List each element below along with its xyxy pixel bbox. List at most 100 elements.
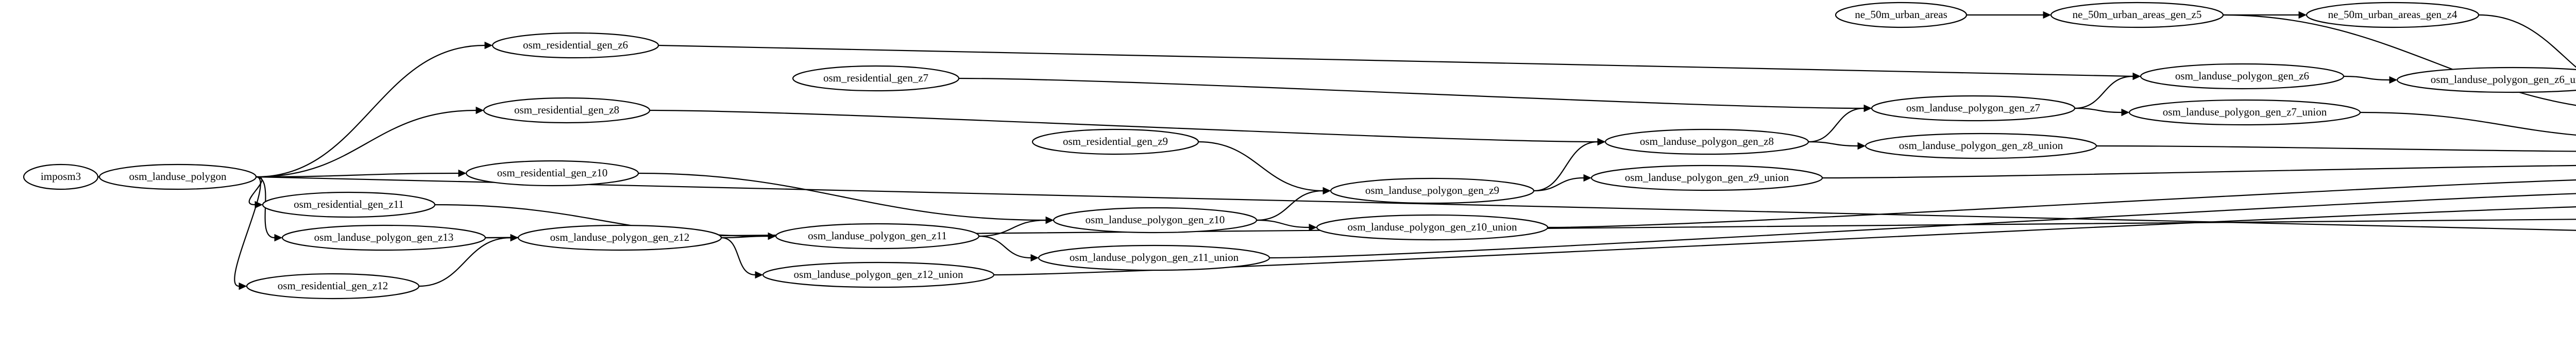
node-shape-imposm3 — [23, 163, 99, 190]
arrowhead-osm_landuse_polygon-to-osm_residential_gen_z10 — [458, 169, 467, 177]
node-osm_landuse_polygon_gen_z11[interactable]: osm_landuse_polygon_gen_z11 — [775, 223, 980, 250]
edge-osm_landuse_polygon_gen_z9-to-osm_landuse_polygon_gen_z8 — [1533, 141, 1598, 192]
edge-osm_landuse_polygon_gen_z12-to-osm_landuse_polygon_gen_z11 — [721, 235, 769, 239]
edge-osm_landuse_polygon_gen_z12-to-osm_landuse_polygon_gen_z12_union — [721, 237, 756, 276]
node-label-osm_landuse_polygon_gen_z10_union: osm_landuse_polygon_gen_z10_union — [1348, 221, 1517, 233]
arrowhead-osm_landuse_polygon_gen_z11-to-osm_landuse_polygon_gen_z11_union — [1030, 254, 1039, 262]
node-osm_landuse_polygon_gen_z10[interactable]: osm_landuse_polygon_gen_z10 — [1053, 207, 1258, 234]
arrowhead-osm_landuse_polygon_gen_z8-to-osm_landuse_polygon_gen_z7 — [1863, 104, 1872, 112]
node-shape-osm_landuse_polygon_gen_z12_union — [762, 261, 995, 288]
node-shape-osm_residential_gen_z10 — [465, 160, 639, 187]
node-label-osm_residential_gen_z12: osm_residential_gen_z12 — [278, 279, 388, 292]
node-osm_landuse_polygon_gen_z8_union[interactable]: osm_landuse_polygon_gen_z8_union — [1865, 133, 2097, 159]
edge-osm_residential_gen_z7-to-osm_landuse_polygon_gen_z7 — [958, 77, 1865, 109]
edge-osm_landuse_polygon_gen_z8-to-osm_landuse_polygon_gen_z8_union — [1808, 141, 1858, 147]
node-label-osm_landuse_polygon_gen_z9: osm_landuse_polygon_gen_z9 — [1365, 184, 1499, 196]
arrowhead-osm_landuse_polygon_gen_z9-to-osm_landuse_polygon_gen_z8 — [1597, 138, 1606, 146]
node-label-osm_landuse_polygon_gen_z7: osm_landuse_polygon_gen_z7 — [1906, 102, 2040, 114]
edge-osm_landuse_polygon_gen_z7-to-osm_landuse_polygon_gen_z7_union — [2074, 107, 2122, 113]
node-shape-osm_landuse_polygon_gen_z9 — [1330, 177, 1535, 204]
node-shape-osm_residential_gen_z12 — [246, 273, 420, 300]
node-shape-osm_residential_gen_z11 — [262, 191, 436, 218]
node-label-osm_landuse_polygon_gen_z6_union: osm_landuse_polygon_gen_z6_union — [2431, 73, 2576, 86]
node-ne_50m_urban_areas_gen_z4[interactable]: ne_50m_urban_areas_gen_z4 — [2306, 2, 2480, 28]
node-label-ne_50m_urban_areas_gen_z5: ne_50m_urban_areas_gen_z5 — [2073, 8, 2202, 21]
node-osm_landuse_polygon_gen_z8[interactable]: osm_landuse_polygon_gen_z8 — [1604, 128, 1809, 155]
node-imposm3[interactable]: imposm3 — [23, 163, 99, 190]
node-osm_landuse_polygon_gen_z9[interactable]: osm_landuse_polygon_gen_z9 — [1330, 177, 1535, 204]
node-ne_50m_urban_areas[interactable]: ne_50m_urban_areas — [1835, 2, 1968, 28]
node-label-osm_landuse_polygon_gen_z12: osm_landuse_polygon_gen_z12 — [550, 231, 690, 243]
edge-osm_landuse_polygon_gen_z9_union-to-layer_landuse-z9 — [1822, 164, 2576, 179]
node-osm_landuse_polygon_gen_z6[interactable]: osm_landuse_polygon_gen_z6 — [2140, 63, 2345, 90]
arrowhead-osm_landuse_polygon-to-osm_residential_gen_z8 — [476, 106, 484, 114]
node-osm_residential_gen_z11[interactable]: osm_residential_gen_z11 — [262, 191, 436, 218]
node-label-osm_residential_gen_z8: osm_residential_gen_z8 — [514, 104, 619, 116]
edge-osm_landuse_polygon-to-osm_residential_gen_z12 — [234, 176, 261, 287]
edge-osm_landuse_polygon-to-osm_residential_gen_z8 — [256, 109, 477, 178]
node-shape-osm_landuse_polygon_gen_z7_union — [2128, 99, 2361, 126]
node-shape-osm_residential_gen_z7 — [792, 65, 960, 92]
arrowhead-osm_landuse_polygon_gen_z7-to-osm_landuse_polygon_gen_z6 — [2132, 72, 2141, 80]
arrowhead-osm_landuse_polygon_gen_z11-to-osm_landuse_polygon_gen_z10 — [1045, 216, 1054, 224]
node-label-osm_landuse_polygon_gen_z11_union: osm_landuse_polygon_gen_z11_union — [1070, 251, 1239, 264]
node-osm_landuse_polygon_gen_z11_union[interactable]: osm_landuse_polygon_gen_z11_union — [1038, 244, 1270, 271]
node-label-osm_residential_gen_z6: osm_residential_gen_z6 — [523, 39, 628, 51]
node-label-osm_landuse_polygon_gen_z13: osm_landuse_polygon_gen_z13 — [314, 231, 454, 243]
node-shape-ne_50m_urban_areas_gen_z4 — [2306, 2, 2480, 28]
node-osm_landuse_polygon[interactable]: osm_landuse_polygon — [98, 163, 257, 190]
edge-osm_landuse_polygon_gen_z10-to-osm_landuse_polygon_gen_z10_union — [1256, 219, 1310, 228]
node-label-osm_landuse_polygon_gen_z12_union: osm_landuse_polygon_gen_z12_union — [794, 268, 963, 281]
arrowhead-osm_landuse_polygon_gen_z12-to-osm_landuse_polygon_gen_z11 — [768, 232, 776, 240]
nodes-layer: imposm3 osm_landuse_polygon osm_residentia… — [23, 2, 2576, 300]
node-shape-osm_landuse_polygon_gen_z11 — [775, 223, 980, 250]
node-label-osm_residential_gen_z11: osm_residential_gen_z11 — [294, 198, 404, 210]
edge-osm_landuse_polygon_gen_z11_union-to-layer_landuse-z11 — [1269, 193, 2576, 259]
node-osm_landuse_polygon_gen_z7_union[interactable]: osm_landuse_polygon_gen_z7_union — [2128, 99, 2361, 126]
node-osm_landuse_polygon_gen_z10_union[interactable]: osm_landuse_polygon_gen_z10_union — [1316, 214, 1549, 241]
node-shape-osm_landuse_polygon_gen_z12 — [517, 224, 722, 251]
edge-osm_landuse_polygon_gen_z10-to-osm_landuse_polygon_gen_z9 — [1256, 190, 1324, 221]
node-osm_landuse_polygon_gen_z12[interactable]: osm_landuse_polygon_gen_z12 — [517, 224, 722, 251]
node-osm_landuse_polygon_gen_z13[interactable]: osm_landuse_polygon_gen_z13 — [281, 224, 486, 251]
node-label-osm_landuse_polygon_gen_z6: osm_landuse_polygon_gen_z6 — [2175, 70, 2309, 82]
edge-osm_landuse_polygon_gen_z10_union-to-layer_landuse-z10 — [1547, 179, 2576, 228]
node-shape-osm_landuse_polygon_gen_z6 — [2140, 63, 2345, 90]
node-osm_residential_gen_z10[interactable]: osm_residential_gen_z10 — [465, 160, 639, 187]
node-shape-osm_landuse_polygon_gen_z10_union — [1316, 214, 1549, 241]
node-label-osm_residential_gen_z10: osm_residential_gen_z10 — [497, 167, 608, 179]
edge-osm_landuse_polygon_gen_z7_union-to-layer_landuse-z7 — [2360, 111, 2576, 136]
edge-ne_50m_urban_areas_gen_z5-to-layer_landuse-z5 — [2223, 14, 2576, 106]
node-label-ne_50m_urban_areas_gen_z4: ne_50m_urban_areas_gen_z4 — [2328, 8, 2458, 21]
node-osm_residential_gen_z8[interactable]: osm_residential_gen_z8 — [483, 97, 651, 124]
edge-osm_landuse_polygon_gen_z8_union-to-layer_landuse-z8 — [2096, 145, 2576, 152]
node-ne_50m_urban_areas_gen_z5[interactable]: ne_50m_urban_areas_gen_z5 — [2050, 2, 2224, 28]
node-osm_landuse_polygon_gen_z6_union[interactable]: osm_landuse_polygon_gen_z6_union — [2396, 67, 2576, 93]
node-osm_residential_gen_z6[interactable]: osm_residential_gen_z6 — [492, 32, 659, 59]
node-label-osm_residential_gen_z7: osm_residential_gen_z7 — [823, 72, 928, 84]
edges-layer — [86, 11, 2576, 290]
edge-osm_landuse_polygon_gen_z11-to-osm_landuse_polygon_gen_z11_union — [978, 235, 1031, 259]
node-shape-osm_landuse_polygon_gen_z11_union — [1038, 244, 1270, 271]
edge-osm_landuse_polygon-to-osm_residential_gen_z10 — [256, 172, 459, 178]
node-label-imposm3: imposm3 — [41, 170, 81, 183]
node-osm_residential_gen_z9[interactable]: osm_residential_gen_z9 — [1031, 128, 1199, 155]
node-label-osm_landuse_polygon_gen_z8_union: osm_landuse_polygon_gen_z8_union — [1899, 139, 2063, 152]
node-osm_residential_gen_z12[interactable]: osm_residential_gen_z12 — [246, 273, 420, 300]
node-osm_landuse_polygon_gen_z7[interactable]: osm_landuse_polygon_gen_z7 — [1871, 95, 2076, 122]
edge-osm_landuse_polygon_gen_z9-to-osm_landuse_polygon_gen_z9_union — [1533, 177, 1584, 192]
node-osm_landuse_polygon_gen_z12_union[interactable]: osm_landuse_polygon_gen_z12_union — [762, 261, 995, 288]
node-osm_landuse_polygon_gen_z9_union[interactable]: osm_landuse_polygon_gen_z9_union — [1590, 164, 1823, 191]
node-label-ne_50m_urban_areas: ne_50m_urban_areas — [1855, 8, 1947, 21]
edge-osm_landuse_polygon_gen_z6-to-osm_landuse_polygon_gen_z6_union — [2343, 75, 2390, 81]
node-label-osm_landuse_polygon_gen_z9_union: osm_landuse_polygon_gen_z9_union — [1625, 171, 1789, 184]
arrowhead-ne_50m_urban_areas_gen_z5-to-ne_50m_urban_areas_gen_z4 — [2298, 11, 2307, 19]
node-shape-osm_residential_gen_z8 — [483, 97, 651, 124]
arrowhead-osm_landuse_polygon_gen_z12-to-osm_landuse_polygon_gen_z12_union — [755, 271, 764, 279]
node-shape-ne_50m_urban_areas_gen_z5 — [2050, 2, 2224, 28]
node-shape-osm_landuse_polygon_gen_z8 — [1604, 128, 1809, 155]
node-osm_residential_gen_z7[interactable]: osm_residential_gen_z7 — [792, 65, 960, 92]
arrowhead-osm_landuse_polygon_gen_z10-to-osm_landuse_polygon_gen_z9 — [1323, 187, 1331, 195]
